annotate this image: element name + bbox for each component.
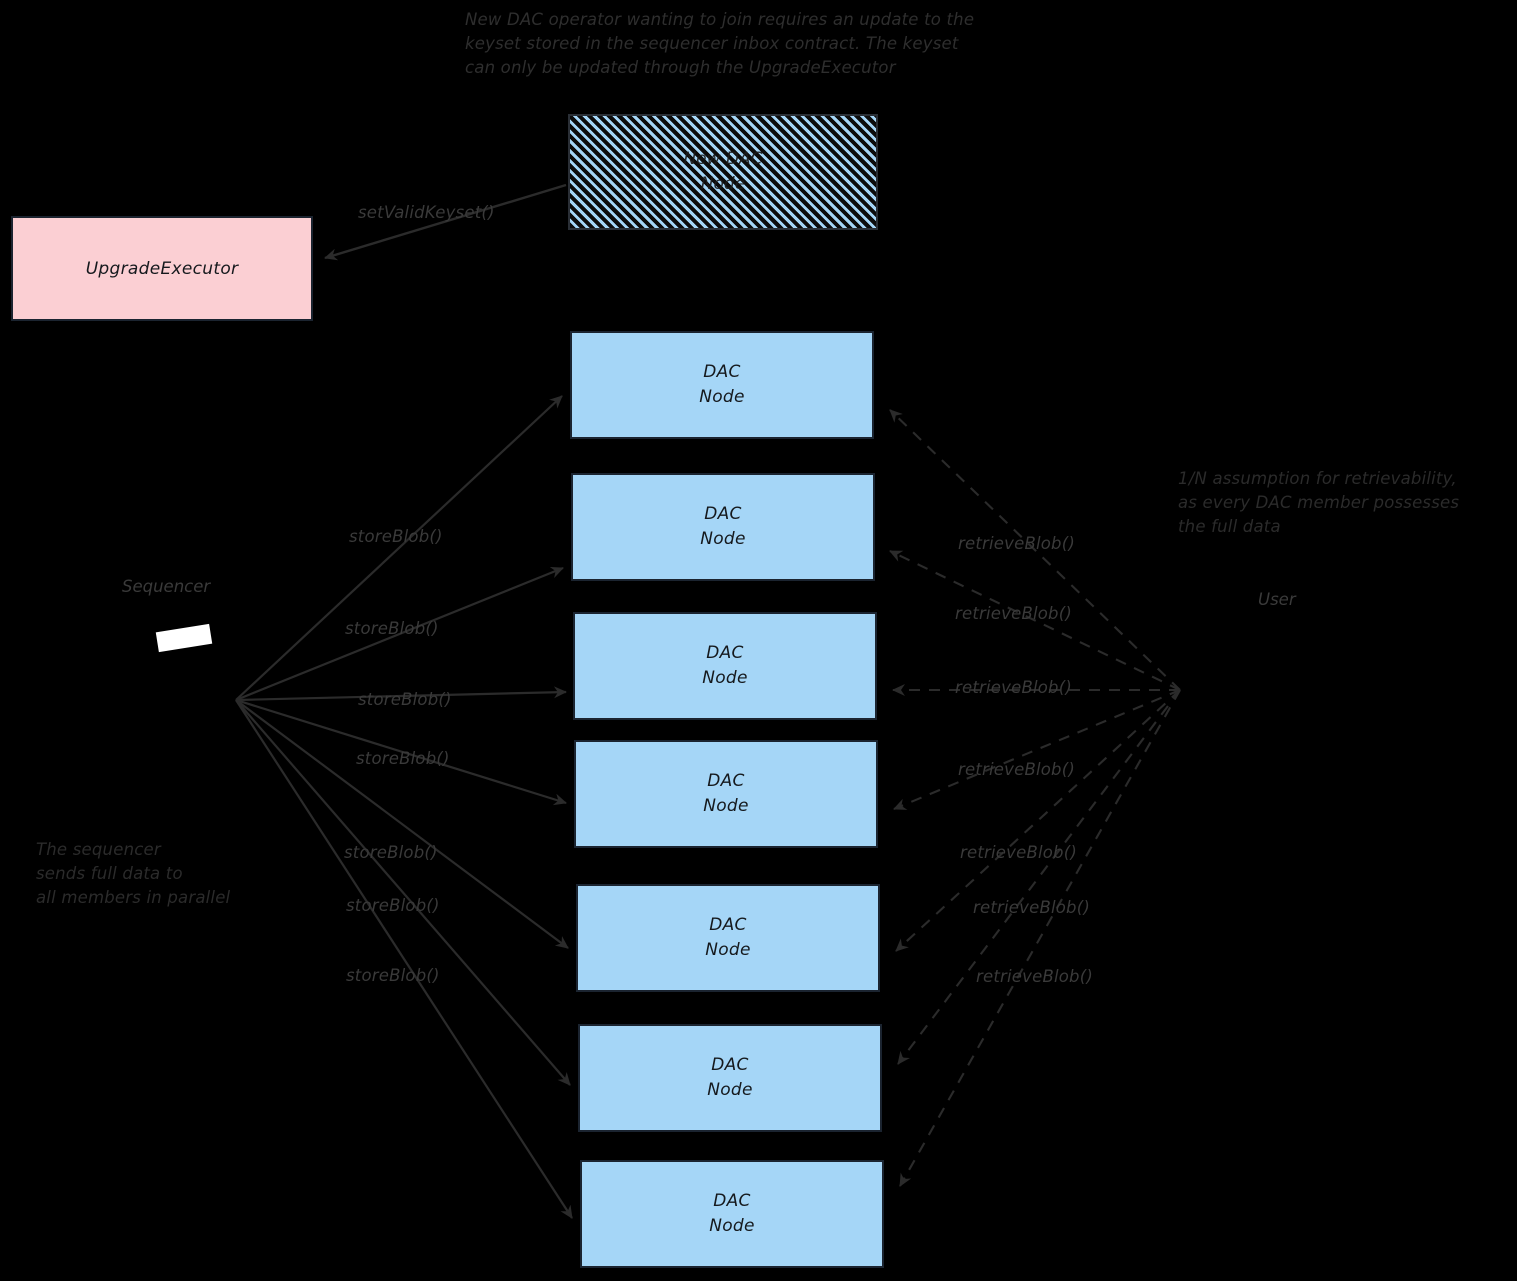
sequencer-label: Sequencer [122, 577, 211, 596]
dac-node-label-2: DAC Node [700, 504, 746, 549]
dac-node-label-1: DAC Node [699, 362, 745, 407]
dac-node-box-3[interactable]: DAC Node [573, 612, 877, 720]
edge-label-retrieve-blob-1: retrieveBlob() [958, 534, 1075, 553]
edge-label-retrieve-blob-5: retrieveBlob() [960, 843, 1077, 862]
note-top: New DAC operator wanting to join require… [465, 10, 975, 77]
user-label: User [1258, 590, 1296, 609]
new-dac-node-label: New DAC Node [683, 149, 763, 194]
dac-node-box-7[interactable]: DAC Node [580, 1160, 884, 1268]
note-sequencer-parallel: The sequencer sends full data to all mem… [36, 840, 231, 907]
dac-node-box-4[interactable]: DAC Node [574, 740, 878, 848]
edge-label-retrieve-blob-7: retrieveBlob() [976, 967, 1093, 986]
dac-node-label-4: DAC Node [703, 771, 749, 816]
dac-node-box-5[interactable]: DAC Node [576, 884, 880, 992]
edge-group-retrieve-blob [889, 409, 1181, 1187]
dac-node-box-6[interactable]: DAC Node [578, 1024, 882, 1132]
edge-label-retrieve-blob-6: retrieveBlob() [973, 898, 1090, 917]
dac-node-label-7: DAC Node [709, 1191, 755, 1236]
edge-label-store-blob-4: storeBlob() [356, 749, 450, 768]
edge-label-store-blob-5: storeBlob() [344, 843, 438, 862]
dac-node-label-3: DAC Node [702, 643, 748, 688]
upgrade-executor-label: UpgradeExecutor [85, 258, 239, 279]
dac-node-label-6: DAC Node [707, 1055, 753, 1100]
edge-label-set-valid-keyset: setValidKeyset() [358, 203, 495, 222]
edge-group-store-blob [235, 395, 573, 1219]
dac-node-label-5: DAC Node [705, 915, 751, 960]
new-dac-node-box[interactable]: New DAC Node [568, 114, 878, 230]
edge-label-retrieve-blob-3: retrieveBlob() [955, 678, 1072, 697]
edge-label-store-blob-6: storeBlob() [346, 896, 440, 915]
note-retrievability: 1/N assumption for retrievability, as ev… [1178, 469, 1460, 536]
upgrade-executor-box[interactable]: UpgradeExecutor [11, 216, 313, 321]
edge-label-store-blob-7: storeBlob() [346, 966, 440, 985]
edge-label-retrieve-blob-4: retrieveBlob() [958, 760, 1075, 779]
edge-label-store-blob-3: storeBlob() [358, 690, 452, 709]
edge-label-store-blob-1: storeBlob() [349, 527, 443, 546]
dac-node-box-1[interactable]: DAC Node [570, 331, 874, 439]
edge-set-valid-keyset [324, 183, 567, 261]
edge-label-retrieve-blob-2: retrieveBlob() [955, 604, 1072, 623]
edge-label-store-blob-2: storeBlob() [345, 619, 439, 638]
dac-node-box-2[interactable]: DAC Node [571, 473, 875, 581]
